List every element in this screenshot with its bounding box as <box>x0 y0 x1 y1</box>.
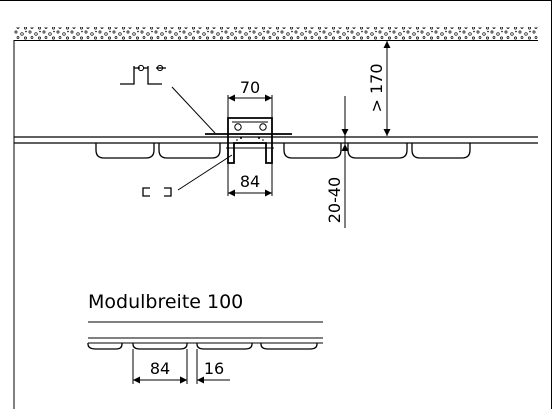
dim-bottom-width: 84 <box>240 172 260 191</box>
bracket-leader-line <box>177 154 233 191</box>
ceiling-panel <box>158 143 221 159</box>
module-panel <box>87 343 123 350</box>
module-panel <box>132 343 188 350</box>
module-panel <box>196 343 253 350</box>
clip-leader-line <box>171 86 216 134</box>
module-title: Modulbreite 100 <box>88 291 243 313</box>
ceiling-panel <box>283 143 342 159</box>
dim-height-depth: 20-40 <box>325 177 344 224</box>
module-panel <box>260 343 318 350</box>
dim-top-width: 70 <box>240 78 260 97</box>
bracket-detail-icon <box>142 187 172 197</box>
ceiling-panel <box>411 143 471 159</box>
ceiling-panel <box>347 143 408 159</box>
clip-detail-icon <box>120 64 166 85</box>
concrete-ceiling <box>14 27 538 40</box>
dim-module-gap: 16 <box>204 359 224 378</box>
recessed-channel-housing <box>205 117 292 164</box>
dim-height-above: > 170 <box>367 63 386 112</box>
ceiling-panel <box>95 143 155 159</box>
dim-module-panel-width: 84 <box>150 359 170 378</box>
